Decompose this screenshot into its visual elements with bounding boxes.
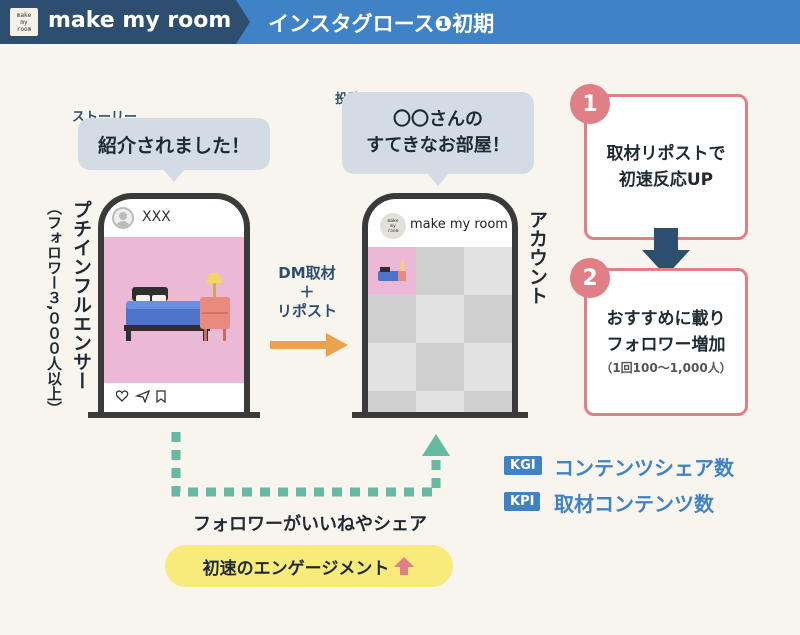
- bed-illustration: [124, 273, 230, 341]
- up-arrow-icon: [394, 557, 415, 575]
- step-number-1: 1: [570, 84, 610, 124]
- step-box-2: おすすめに載り フォロワー増加 （1回100〜1,000人）: [584, 268, 748, 416]
- story-bubble-text: 紹介されました！: [97, 134, 250, 157]
- page-title: インスタグロース❶初期: [268, 12, 495, 36]
- post-bubble: 〇〇さんの すてきなお部屋！: [342, 92, 534, 186]
- account-phone-base: [352, 412, 528, 418]
- step-line: おすすめに載り: [606, 309, 726, 329]
- logo-line: room: [16, 25, 32, 33]
- brand-name: make my room: [48, 8, 232, 33]
- influencer-username: XXX: [142, 209, 171, 225]
- account-avatar-line: make: [387, 218, 399, 224]
- logo-line: make: [16, 11, 32, 19]
- account-label: アカウント: [526, 210, 548, 305]
- engagement-text: 初速のエンゲージメント: [202, 558, 390, 579]
- right-arrow-icon: [270, 333, 348, 357]
- influencer-label: プチインフルエンサー: [70, 200, 92, 390]
- influencer-sublabel: （フォロワー３,０００人以上）: [45, 200, 63, 416]
- influencer-phone: XXX: [98, 193, 250, 415]
- step-box-1: 取材リポストで 初速反応UP: [584, 94, 748, 240]
- flow-line: DM取材: [278, 264, 336, 282]
- step-note: （1回100〜1,000人）: [600, 361, 732, 375]
- post-bubble-line: すてきなお部屋！: [366, 135, 510, 156]
- account-avatar-line: room: [387, 228, 399, 234]
- story-bubble: 紹介されました！: [78, 118, 270, 182]
- account-grid: [368, 247, 512, 415]
- logo-line: my: [20, 18, 28, 26]
- loop-label: フォロワーがいいねやシェア: [193, 514, 427, 535]
- step-line: 初速反応UP: [618, 170, 714, 190]
- post-bubble-line: 〇〇さんの: [393, 109, 483, 130]
- user-avatar-icon: [112, 207, 134, 229]
- logo: make my room: [10, 8, 38, 36]
- engagement-loop-arrow: [171, 432, 450, 497]
- kgi-badge: KGI: [504, 456, 542, 475]
- influencer-phone-base: [88, 412, 260, 418]
- down-arrow-icon: [642, 228, 690, 276]
- step-line: 取材リポストで: [606, 144, 726, 164]
- flow-label: DM取材 ＋ リポスト: [266, 264, 348, 321]
- step-number-2: 2: [570, 258, 610, 298]
- account-avatar: make my room: [380, 213, 406, 239]
- kpi-badge: KPI: [504, 492, 541, 511]
- flow-line: リポスト: [276, 302, 337, 320]
- header-brand-block: [0, 0, 250, 44]
- engagement-pill: 初速のエンゲージメント: [165, 545, 453, 587]
- flow-line: ＋: [299, 283, 315, 301]
- account-phone: make my room make my room: [362, 193, 518, 415]
- post-image: [104, 237, 244, 383]
- kgi-text: コンテンツシェア数: [554, 456, 734, 480]
- account-avatar-line: my: [390, 223, 396, 229]
- step-line: フォロワー増加: [606, 335, 726, 355]
- kpi-text: 取材コンテンツ数: [554, 492, 714, 516]
- post-actions: [116, 389, 166, 403]
- account-username: make my room: [410, 217, 508, 232]
